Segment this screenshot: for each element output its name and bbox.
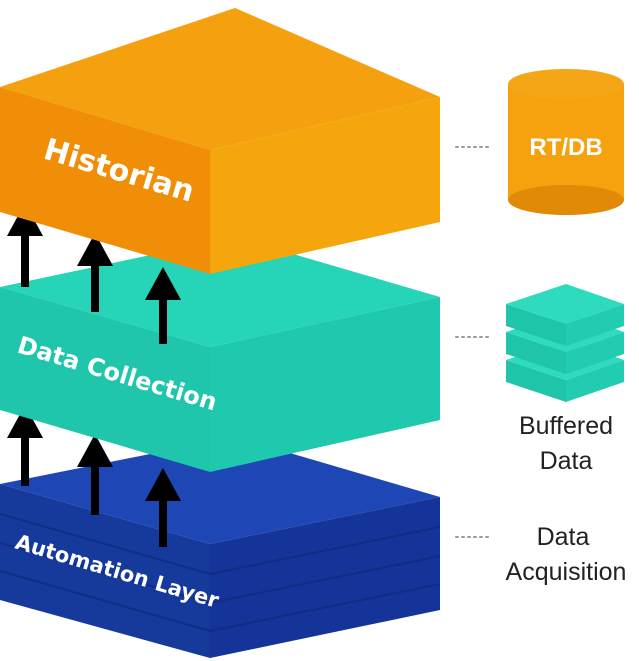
- historian-side-face: [210, 97, 440, 274]
- database-body: [508, 84, 624, 200]
- data-collection-layer: Data Collection: [0, 237, 440, 472]
- database-label: RT/DB: [529, 134, 602, 161]
- automation-stripe: [209, 583, 441, 632]
- automation-layer-front-face: [0, 484, 210, 658]
- historian-top-face: [0, 8, 440, 150]
- data-acquisition-label-line1: Data: [537, 523, 590, 551]
- up-arrow-icon: [77, 434, 113, 515]
- database-icon: RT/DB: [508, 69, 624, 215]
- automation-layer: Automation Layer: [0, 437, 441, 658]
- automation-layer-stripes: [0, 513, 441, 632]
- up-arrow-icon: [7, 405, 43, 486]
- up-arrow-icon: [7, 203, 43, 287]
- arrows-lower: [7, 405, 181, 547]
- database-top: [508, 69, 624, 99]
- data-acquisition-label-line2: Acquisition: [506, 558, 627, 586]
- up-arrow-icon: [77, 233, 113, 312]
- automation-stripe: [209, 555, 441, 604]
- buffered-data-label-line2: Data: [540, 447, 593, 475]
- buffered-data-icon: [506, 284, 624, 402]
- arrows-upper: [7, 203, 181, 344]
- buffered-data-label-line1: Buffered: [519, 412, 613, 440]
- up-arrow-icon: [145, 468, 181, 547]
- database-bottom: [508, 185, 624, 215]
- automation-stripe: [0, 542, 211, 604]
- automation-layer-side-face: [210, 497, 440, 658]
- automation-stripe: [209, 526, 441, 575]
- data-collection-front-face: [0, 287, 210, 472]
- automation-stripe: [0, 570, 211, 632]
- data-collection-side-face: [210, 297, 440, 472]
- historian-front-face: [0, 87, 210, 274]
- up-arrow-icon: [145, 267, 181, 344]
- historian-layer: Historian: [0, 8, 440, 274]
- automation-stripe: [0, 513, 211, 575]
